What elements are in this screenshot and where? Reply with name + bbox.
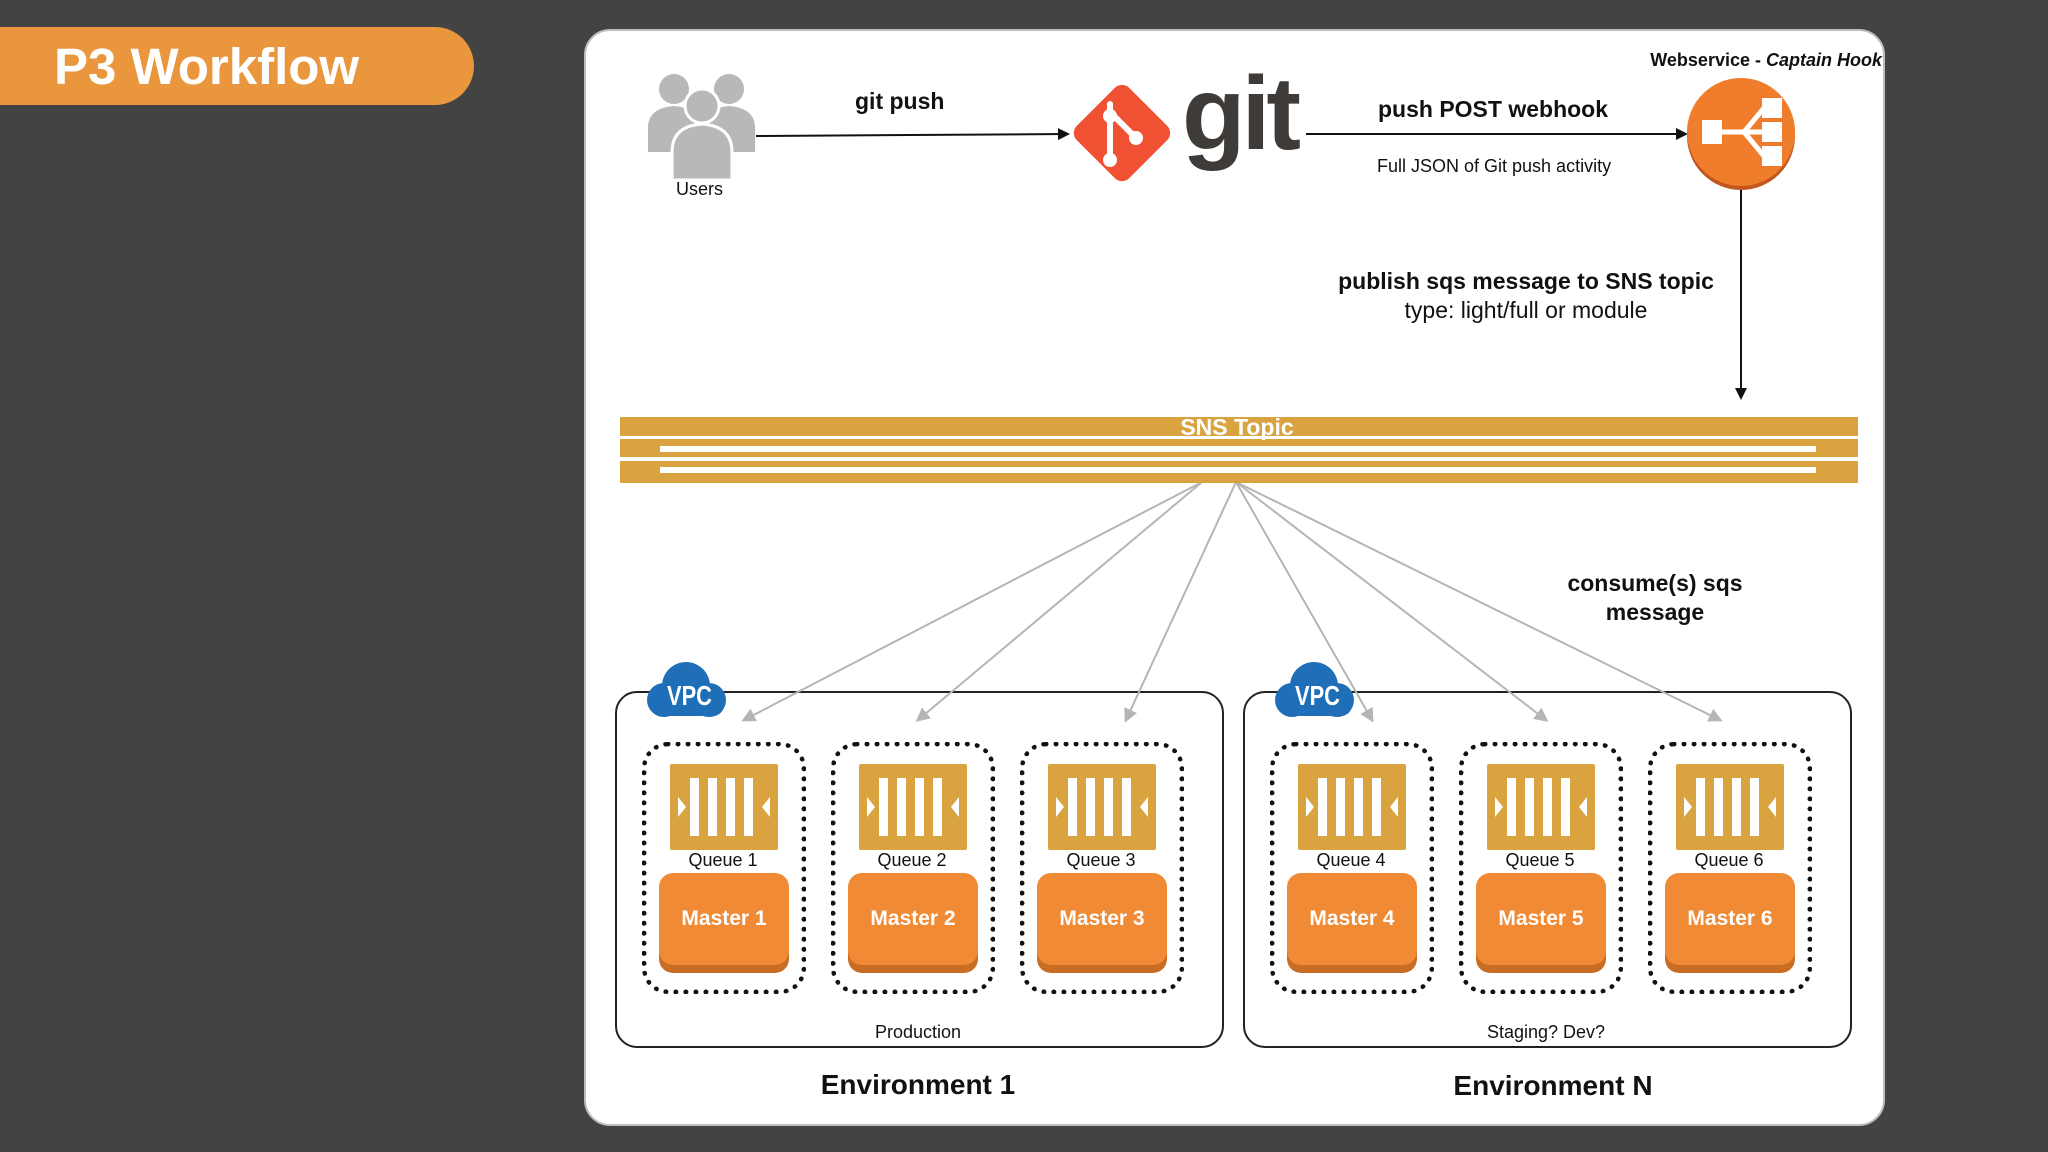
- sqs-queue-icon: [670, 764, 778, 850]
- consume-arrow-q6: [1235, 481, 1723, 722]
- webservice-name: Captain Hook: [1765, 50, 1882, 70]
- webhook-title: push POST webhook: [1378, 96, 1609, 122]
- unit-box-5: [1459, 742, 1623, 994]
- queue-label: Queue 2: [877, 850, 947, 870]
- vpc-label-env1: VPC: [667, 680, 712, 711]
- publish-type: type: light/full or module: [1404, 297, 1648, 323]
- envn-sublabel: Staging? Dev?: [1486, 1022, 1606, 1042]
- envn-title: Environment N: [1453, 1070, 1653, 1101]
- unit-box-4: [1270, 742, 1434, 994]
- webservice-prefix: Webservice -: [1650, 50, 1766, 70]
- sns-topic-bar: [620, 417, 1858, 483]
- master-node: Master 3: [1037, 873, 1167, 965]
- users-label: Users: [676, 179, 724, 199]
- queue-label: Queue 5: [1505, 850, 1575, 870]
- sqs-queue-icon: [1676, 764, 1784, 850]
- unit-box-2: [831, 742, 995, 994]
- git-push-arrow: [755, 128, 1070, 141]
- git-diamond-icon: [1073, 84, 1171, 182]
- consume-label-line1: consume(s) sqs: [1567, 570, 1743, 596]
- consume-arrow-q2: [915, 481, 1203, 722]
- git-logo-text: git: [1182, 56, 1301, 172]
- users-icon: [648, 74, 755, 182]
- consume-arrow-q4: [1235, 481, 1374, 723]
- consume-arrow-q3: [1124, 481, 1237, 723]
- queue-label: Queue 6: [1694, 850, 1764, 870]
- master-node: Master 6: [1665, 873, 1795, 965]
- vpc-label-envn: VPC: [1295, 680, 1340, 711]
- env1-sublabel: Production: [874, 1022, 962, 1042]
- unit-box-6: [1648, 742, 1812, 994]
- unit-box-3: [1020, 742, 1184, 994]
- sqs-queue-icon: [1487, 764, 1595, 850]
- sqs-queue-icon: [1048, 764, 1156, 850]
- master-node: Master 2: [848, 873, 978, 965]
- git-push-label: git push: [855, 88, 945, 114]
- vpc-cloud-icon-env1: [647, 662, 726, 717]
- queue-label: Queue 4: [1316, 850, 1386, 870]
- master-node: Master 4: [1287, 873, 1417, 965]
- sqs-queue-icon: [859, 764, 967, 850]
- sns-topic-label: SNS Topic: [1180, 414, 1294, 440]
- queue-label: Queue 3: [1066, 850, 1136, 870]
- sqs-queue-icon: [1298, 764, 1406, 850]
- webservice-label: Webservice - Captain Hook: [1650, 50, 1882, 71]
- queue-label: Queue 1: [688, 850, 758, 870]
- environment-1-box: [615, 691, 1224, 1048]
- consume-label-line2: message: [1605, 599, 1705, 625]
- slide-title: P3 Workflow: [0, 27, 474, 105]
- master-node: Master 1: [659, 873, 789, 965]
- environment-n-box: [1243, 691, 1852, 1048]
- env1-title: Environment 1: [820, 1069, 1016, 1100]
- consume-arrow-q5: [1235, 481, 1549, 722]
- consume-arrow-q1: [741, 481, 1203, 722]
- publish-title: publish sqs message to SNS topic: [1338, 268, 1714, 294]
- load-balancer-icon: [1687, 78, 1795, 190]
- consume-arrows: [741, 481, 1723, 723]
- master-node: Master 5: [1476, 873, 1606, 965]
- webhook-subtitle: Full JSON of Git push activity: [1377, 156, 1612, 176]
- unit-box-1: [642, 742, 806, 994]
- vpc-cloud-icon-envn: [1275, 662, 1354, 717]
